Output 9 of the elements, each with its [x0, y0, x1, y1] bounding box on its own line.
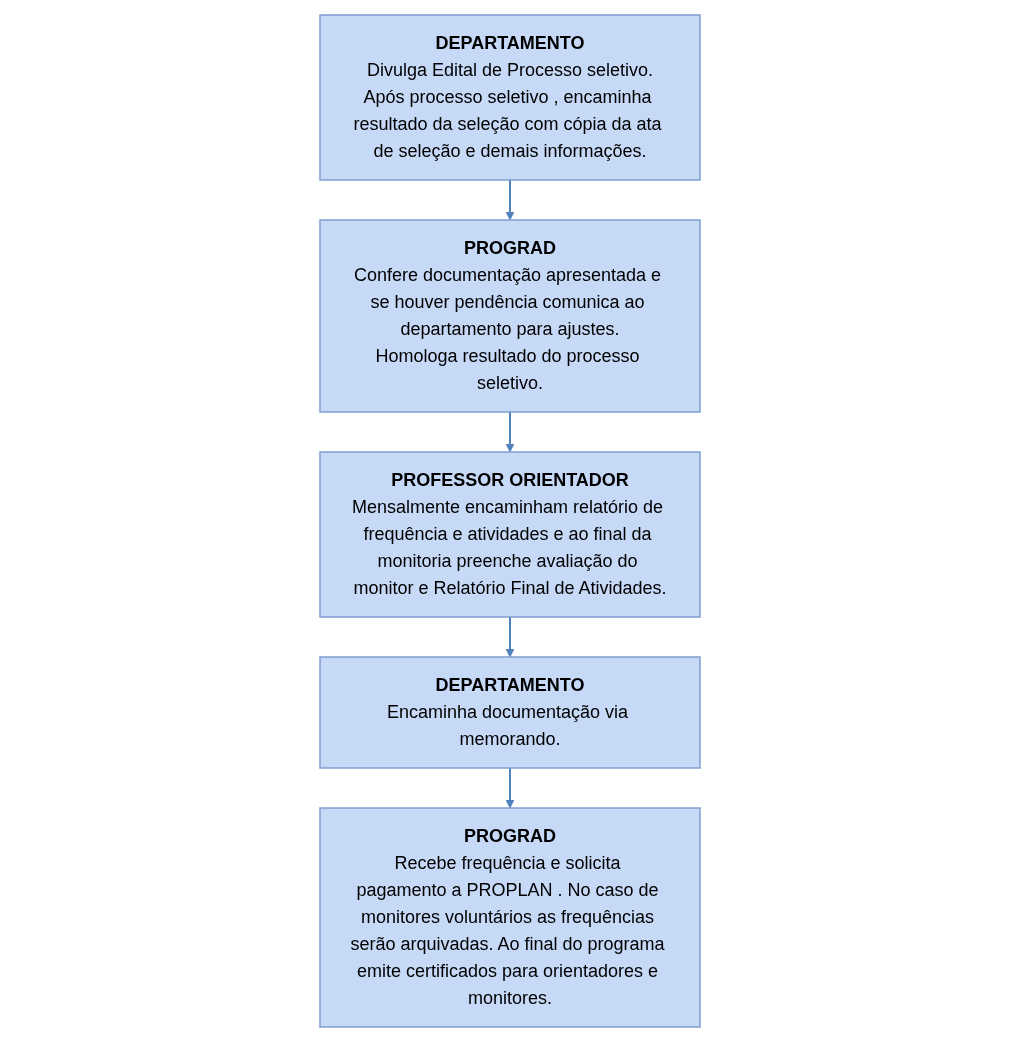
node-box: PROGRAD Recebe frequência e solicita pagamento a PROPLAN . No caso de monitores voluntários as frequências serão arquivadas. Ao final do programa emite certificados para orientadores e monitores. [319, 806, 701, 1028]
node-box: DEPARTAMENTO Encaminha documentação via memorando. [319, 655, 701, 769]
arrow [505, 615, 515, 657]
arrow [505, 178, 515, 220]
node-box: PROGRAD Confere documentação apresentada e se houver pendência comunica ao departamento para ajustes. Homologa resultado do processo seletivo. [319, 218, 701, 413]
arrow [505, 766, 515, 808]
arrow [505, 410, 515, 452]
node-box: PROFESSOR ORIENTADOR Mensalmente encaminham relatório de frequência e atividades e ao final da monitoria preenche avaliação do monitor e Relatório Final de Atividades. [319, 450, 701, 618]
node-box: DEPARTAMENTO Divulga Edital de Processo seletivo. Após processo seletivo , encaminha resultado da seleção com cópia da ata de seleção e demais informações. [319, 13, 701, 181]
